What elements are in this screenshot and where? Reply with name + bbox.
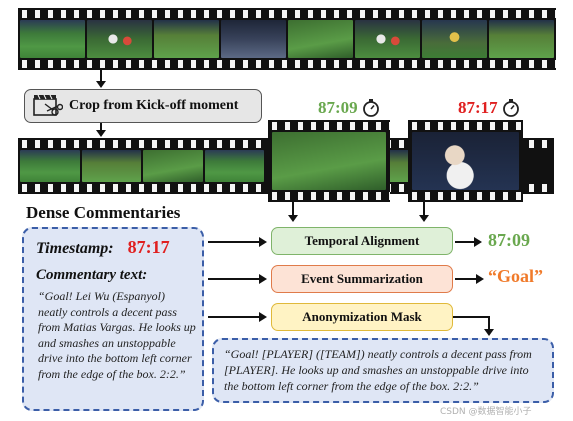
video-frame — [422, 20, 487, 58]
arrow-head — [419, 215, 429, 222]
commentary-box: Timestamp: 87:17 Commentary text: “Goal!… — [22, 227, 204, 411]
goal-moment-frame — [272, 132, 386, 190]
arrow-head — [476, 274, 484, 284]
arrow-head — [96, 81, 106, 88]
temporal-alignment-box: Temporal Alignment — [271, 227, 453, 255]
arrow — [423, 202, 425, 216]
anonymization-mask-box: Anonymization Mask — [271, 303, 453, 331]
arrow — [208, 316, 260, 318]
section-title: Dense Commentaries — [26, 203, 181, 222]
arrow-head — [259, 237, 267, 247]
video-frame — [489, 20, 554, 58]
video-frame — [20, 20, 85, 58]
celebration-frame — [412, 132, 519, 190]
anonymized-text: “Goal! [PLAYER] ([TEAM]) neatly controls… — [224, 347, 532, 393]
event-summarization-box: Event Summarization — [271, 265, 453, 293]
crop-label: Crop from Kick-off moment — [69, 98, 239, 113]
arrow — [455, 241, 475, 243]
arrow — [455, 278, 477, 280]
top-film-strip — [18, 8, 556, 70]
video-frame — [355, 20, 420, 58]
timestamp-row: Timestamp: 87:17 — [36, 237, 170, 258]
video-frame — [20, 150, 80, 182]
film-perforation — [408, 192, 523, 200]
arrow-head — [259, 274, 267, 284]
video-frame — [388, 150, 411, 182]
watermark: CSDN @数据智能小子 — [440, 407, 532, 417]
video-frame — [154, 20, 219, 58]
video-frame — [81, 150, 141, 182]
film-perforation — [268, 192, 390, 200]
film-perforation — [408, 122, 523, 130]
highlight-frame-b — [408, 120, 523, 202]
video-frame — [288, 20, 353, 58]
arrow — [292, 202, 294, 216]
commentary-label: Commentary text: — [36, 267, 148, 283]
timestamp-value: 87:17 — [127, 237, 170, 257]
time-a-label: 87:09 — [318, 98, 380, 118]
commentary-text: “Goal! Lei Wu (Espanyol) neatly controls… — [38, 289, 196, 381]
arrow — [488, 316, 490, 330]
arrow — [100, 123, 102, 131]
film-perforation — [18, 10, 556, 18]
video-frame — [143, 150, 203, 182]
film-perforation — [18, 60, 556, 68]
arrow-head — [484, 329, 494, 336]
arrow-head — [96, 130, 106, 137]
arrow-head — [259, 312, 267, 322]
anonymized-box: “Goal! [PLAYER] ([TEAM]) neatly controls… — [212, 338, 554, 403]
arrow — [208, 241, 260, 243]
stopwatch-icon — [502, 99, 519, 117]
video-frame — [221, 20, 286, 58]
arrow — [208, 278, 260, 280]
arrow — [100, 70, 102, 82]
time-b-label: 87:17 — [458, 98, 520, 118]
highlight-frame-a — [268, 120, 390, 202]
video-frame — [87, 20, 152, 58]
crop-box: Crop from Kick-off moment — [24, 89, 262, 123]
scissors-film-icon — [33, 94, 63, 116]
timestamp-label: Timestamp: — [36, 240, 114, 257]
alignment-output: 87:09 — [488, 230, 530, 250]
summary-output: “Goal” — [488, 266, 544, 286]
arrow-head — [288, 215, 298, 222]
video-frame — [204, 150, 264, 182]
arrow-head — [474, 237, 482, 247]
stopwatch-icon — [362, 99, 379, 117]
film-perforation — [268, 122, 390, 130]
arrow — [453, 316, 490, 318]
